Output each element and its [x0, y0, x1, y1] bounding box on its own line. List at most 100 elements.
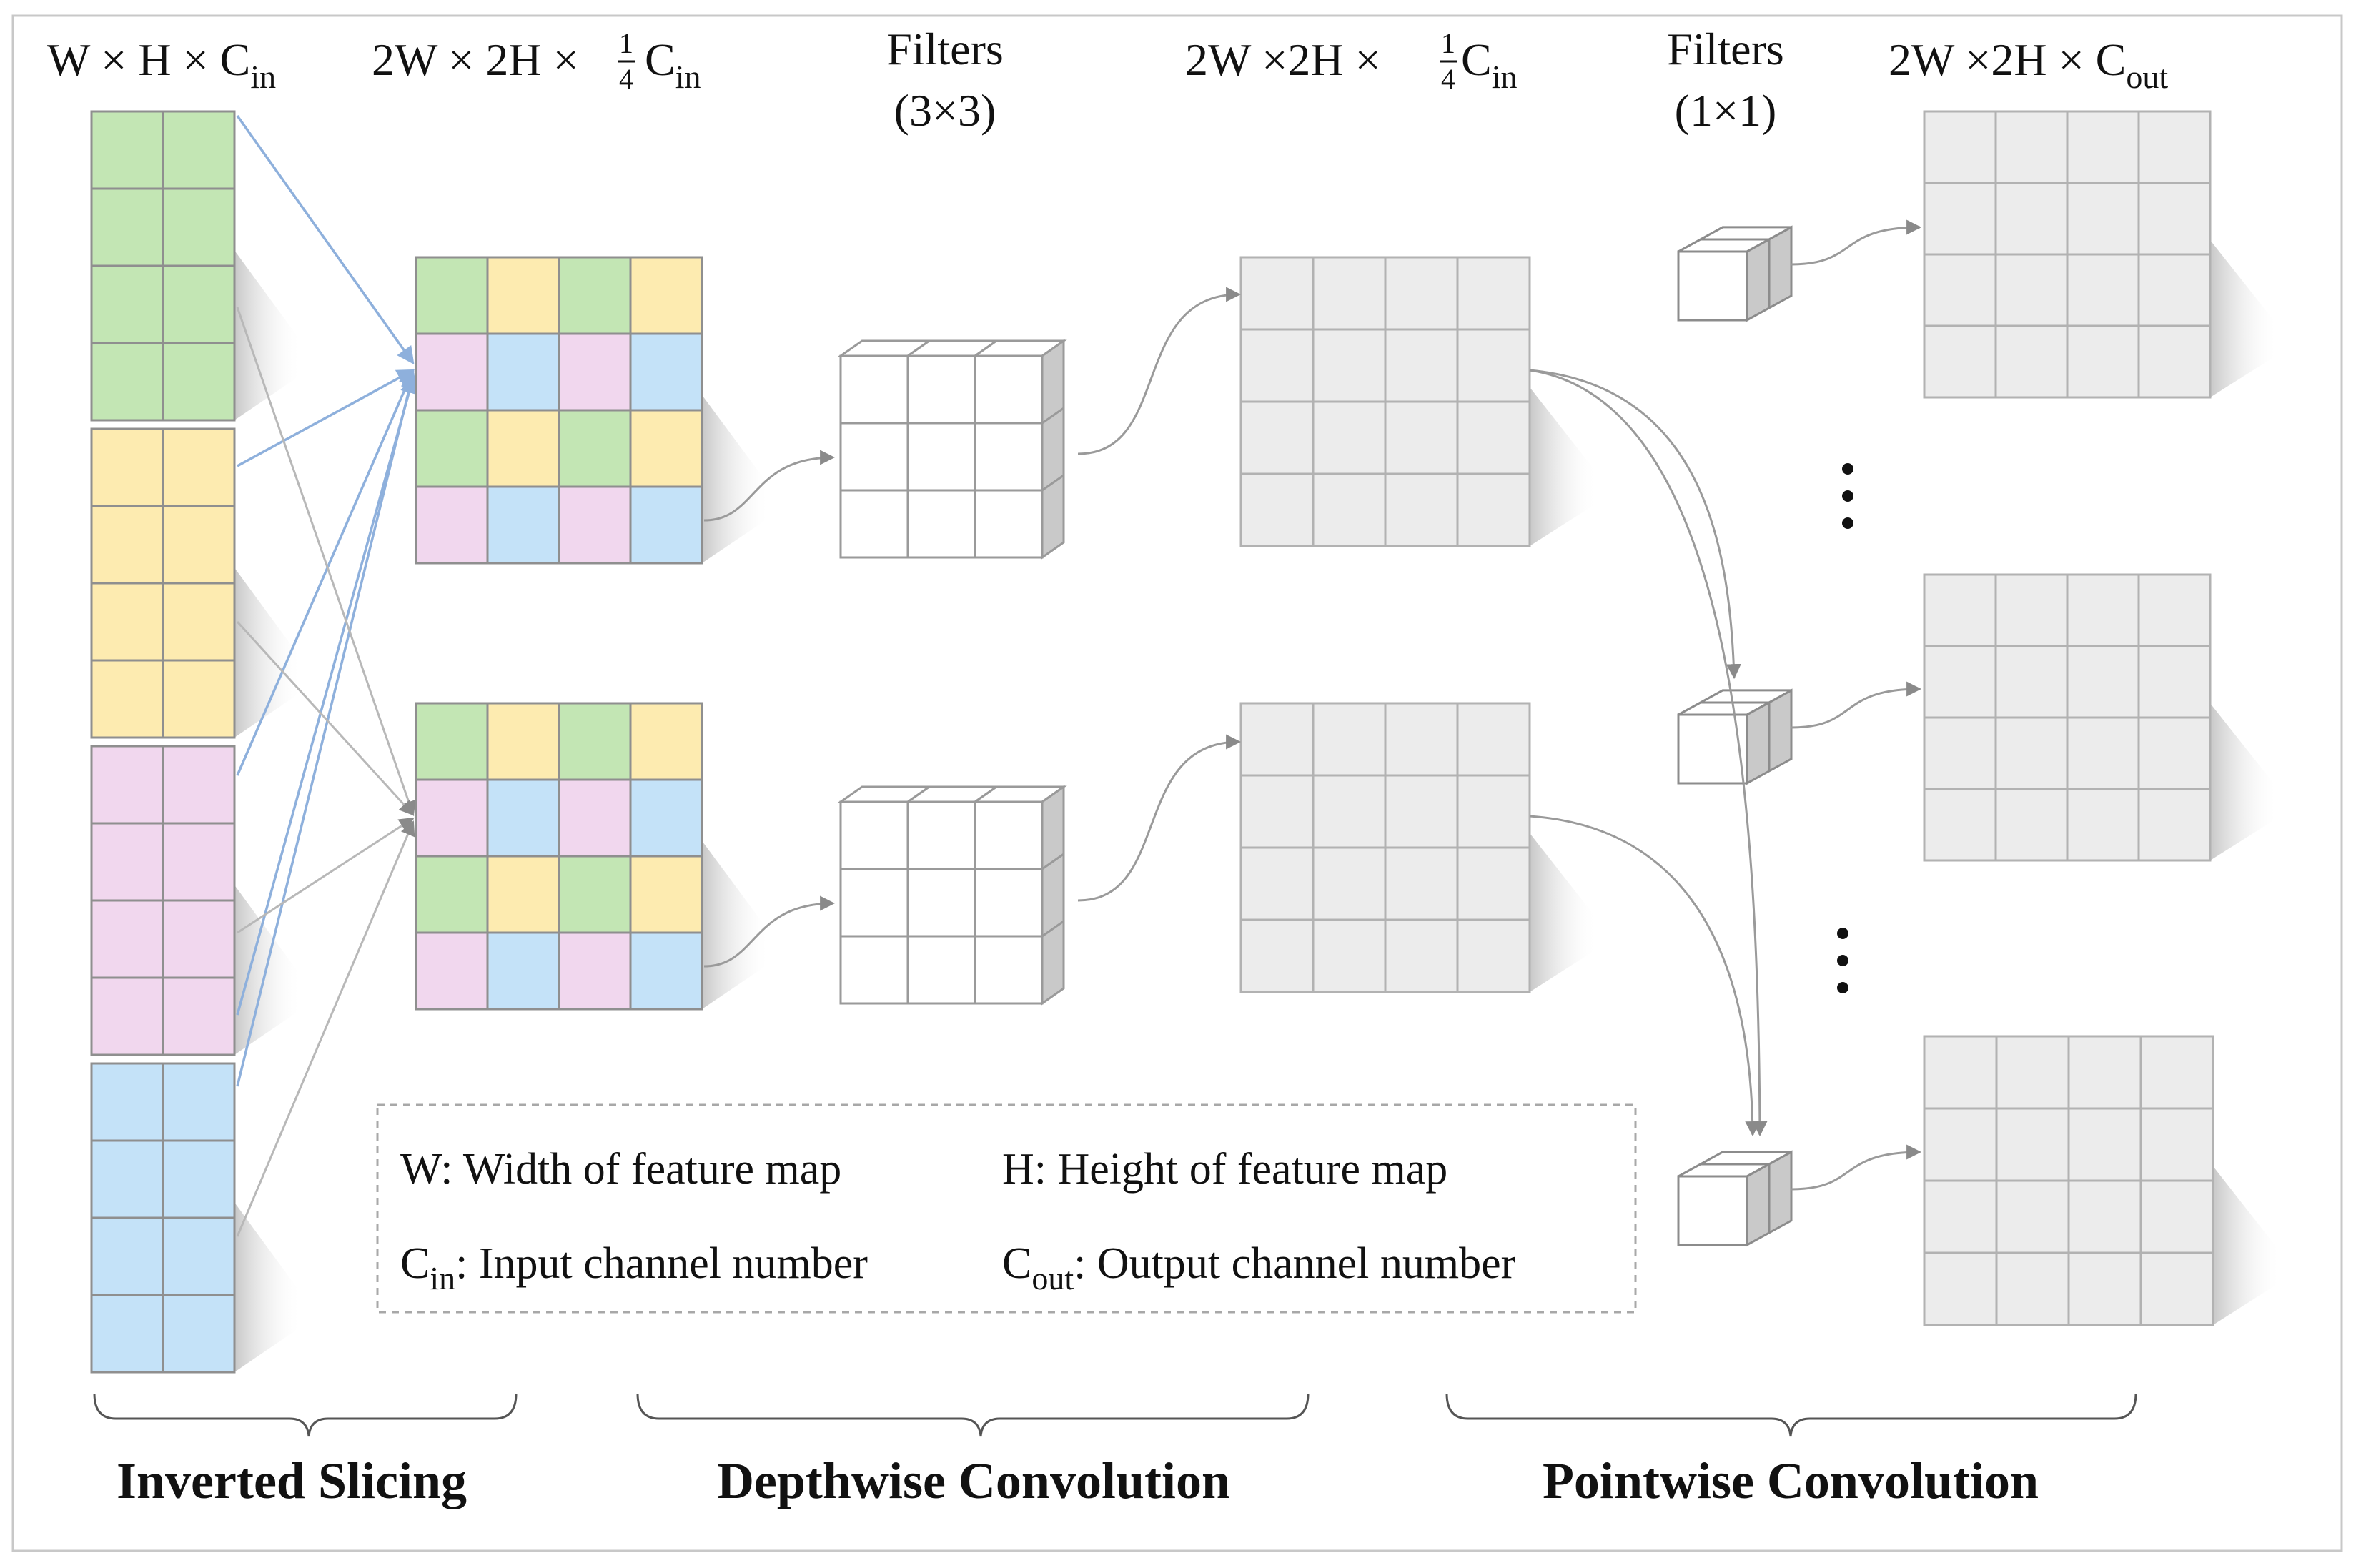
map-shadow — [702, 395, 770, 563]
output-cell — [2066, 253, 2140, 327]
sliced-feature-map-bottom — [415, 702, 770, 1011]
figure-border — [11, 14, 2343, 1552]
output-cell — [1239, 256, 1315, 331]
input-cell — [162, 745, 236, 825]
header-input-dims: W × H × Cin — [47, 34, 276, 95]
ellipsis-bottom — [1837, 928, 1848, 993]
output-cell — [1384, 846, 1459, 921]
output-cell — [1923, 1179, 1998, 1254]
cube-front-cell — [906, 800, 976, 870]
legend-box: W: Width of feature map H: Height of fea… — [376, 1103, 1637, 1314]
depthwise-filter-cube-bottom — [837, 785, 1067, 1006]
output-cell — [1923, 573, 1997, 647]
pointwise-output-map-2 — [1923, 573, 2278, 862]
cube-side-line — [1041, 407, 1064, 425]
output-cell — [1384, 256, 1459, 331]
cube-side-line — [1041, 474, 1064, 492]
svg-text:4: 4 — [1441, 63, 1455, 95]
cube-front-cell — [839, 935, 909, 1005]
input-cell — [90, 582, 164, 662]
output-cell — [1923, 253, 1997, 327]
output-cell — [2137, 573, 2212, 647]
map-shadow — [234, 885, 302, 1055]
cube-front-cell — [839, 868, 909, 938]
output-cell — [1994, 253, 2069, 327]
section-title-inverted-slicing: Inverted Slicing — [117, 1452, 467, 1509]
sliced-cell — [558, 778, 632, 858]
input-cell — [90, 187, 164, 267]
input-cell — [162, 822, 236, 902]
sliced-cell — [415, 256, 489, 335]
cube-front-cell — [974, 489, 1044, 559]
output-cell — [1384, 702, 1459, 777]
svg-text:(3×3): (3×3) — [894, 85, 996, 136]
ellipsis-top — [1842, 463, 1853, 529]
output-cell — [2067, 1251, 2142, 1326]
cube-front-cell — [974, 354, 1044, 425]
sliced-cell — [558, 409, 632, 488]
cube-front-cell — [974, 935, 1044, 1005]
pointwise-output-map-1 — [1923, 110, 2278, 399]
output-cell — [2137, 324, 2212, 399]
legend-height: H: Height of feature map — [1002, 1145, 1447, 1194]
header-depthwise-filters: Filters (3×3) — [886, 24, 1004, 136]
svg-text:(1×1): (1×1) — [1675, 85, 1777, 136]
input-cell — [90, 1294, 164, 1374]
sliced-feature-map-top — [415, 256, 770, 565]
output-cell — [1312, 256, 1387, 331]
cube-front-cell — [906, 422, 976, 492]
output-cell — [2137, 253, 2212, 327]
output-cell — [1456, 846, 1531, 921]
output-cell — [1923, 110, 1997, 184]
input-cell — [90, 899, 164, 979]
brace-inverted-slicing — [93, 1393, 518, 1437]
svg-text:4: 4 — [619, 63, 633, 95]
cube-front-cell — [906, 489, 976, 559]
output-cell — [1994, 788, 2069, 862]
map-shadow — [234, 250, 302, 420]
cube-front-cell — [906, 868, 976, 938]
brace-depthwise — [636, 1393, 1310, 1437]
output-cell — [1923, 1035, 1998, 1110]
header-sliced-dims: 2W × 2H × 1 4 Cin — [372, 27, 701, 95]
input-feature-map-stack — [90, 110, 302, 1374]
output-cell — [2139, 1179, 2214, 1254]
output-cell — [1456, 400, 1531, 475]
output-cell — [1312, 472, 1387, 547]
pointwise-filter-cube-2 — [1677, 688, 1793, 785]
cube-side-line — [1041, 853, 1064, 870]
output-cell — [1995, 1035, 2070, 1110]
output-cell — [1456, 256, 1531, 331]
svg-text:2W × 2H ×: 2W × 2H × — [372, 34, 579, 85]
header-pointwise-output-dims: 2W ×2H × Cout — [1889, 34, 2168, 95]
sliced-cell — [415, 778, 489, 858]
map-shadow — [2210, 240, 2278, 397]
output-cell — [1239, 702, 1315, 777]
output-cell — [2067, 1179, 2142, 1254]
input-cell — [162, 505, 236, 585]
sliced-cell — [558, 931, 632, 1011]
sliced-cell — [486, 702, 560, 781]
output-cell — [1312, 328, 1387, 403]
input-cell — [162, 187, 236, 267]
sliced-cell — [629, 778, 703, 858]
output-cell — [1384, 774, 1459, 849]
cube-front-cell — [839, 422, 909, 492]
output-cell — [2137, 110, 2212, 184]
svg-text:Filters: Filters — [1667, 24, 1784, 74]
output-cell — [1923, 645, 1997, 719]
input-cell — [90, 264, 164, 344]
sliced-cell — [486, 256, 560, 335]
legend-cin: Cin: Input channel number — [400, 1239, 868, 1296]
sliced-cell — [415, 485, 489, 565]
output-cell — [1456, 702, 1531, 777]
output-cell — [2137, 716, 2212, 790]
depthwise-output-map-top — [1239, 256, 1598, 547]
pw-cube-front — [1677, 250, 1748, 322]
map-shadow — [2213, 1166, 2281, 1325]
cube-front-cell — [974, 422, 1044, 492]
map-shadow — [702, 840, 770, 1009]
output-cell — [1312, 846, 1387, 921]
legend-width: W: Width of feature map — [400, 1145, 841, 1194]
header-depthwise-output-dims: 2W ×2H × 1 4 Cin — [1185, 27, 1517, 95]
